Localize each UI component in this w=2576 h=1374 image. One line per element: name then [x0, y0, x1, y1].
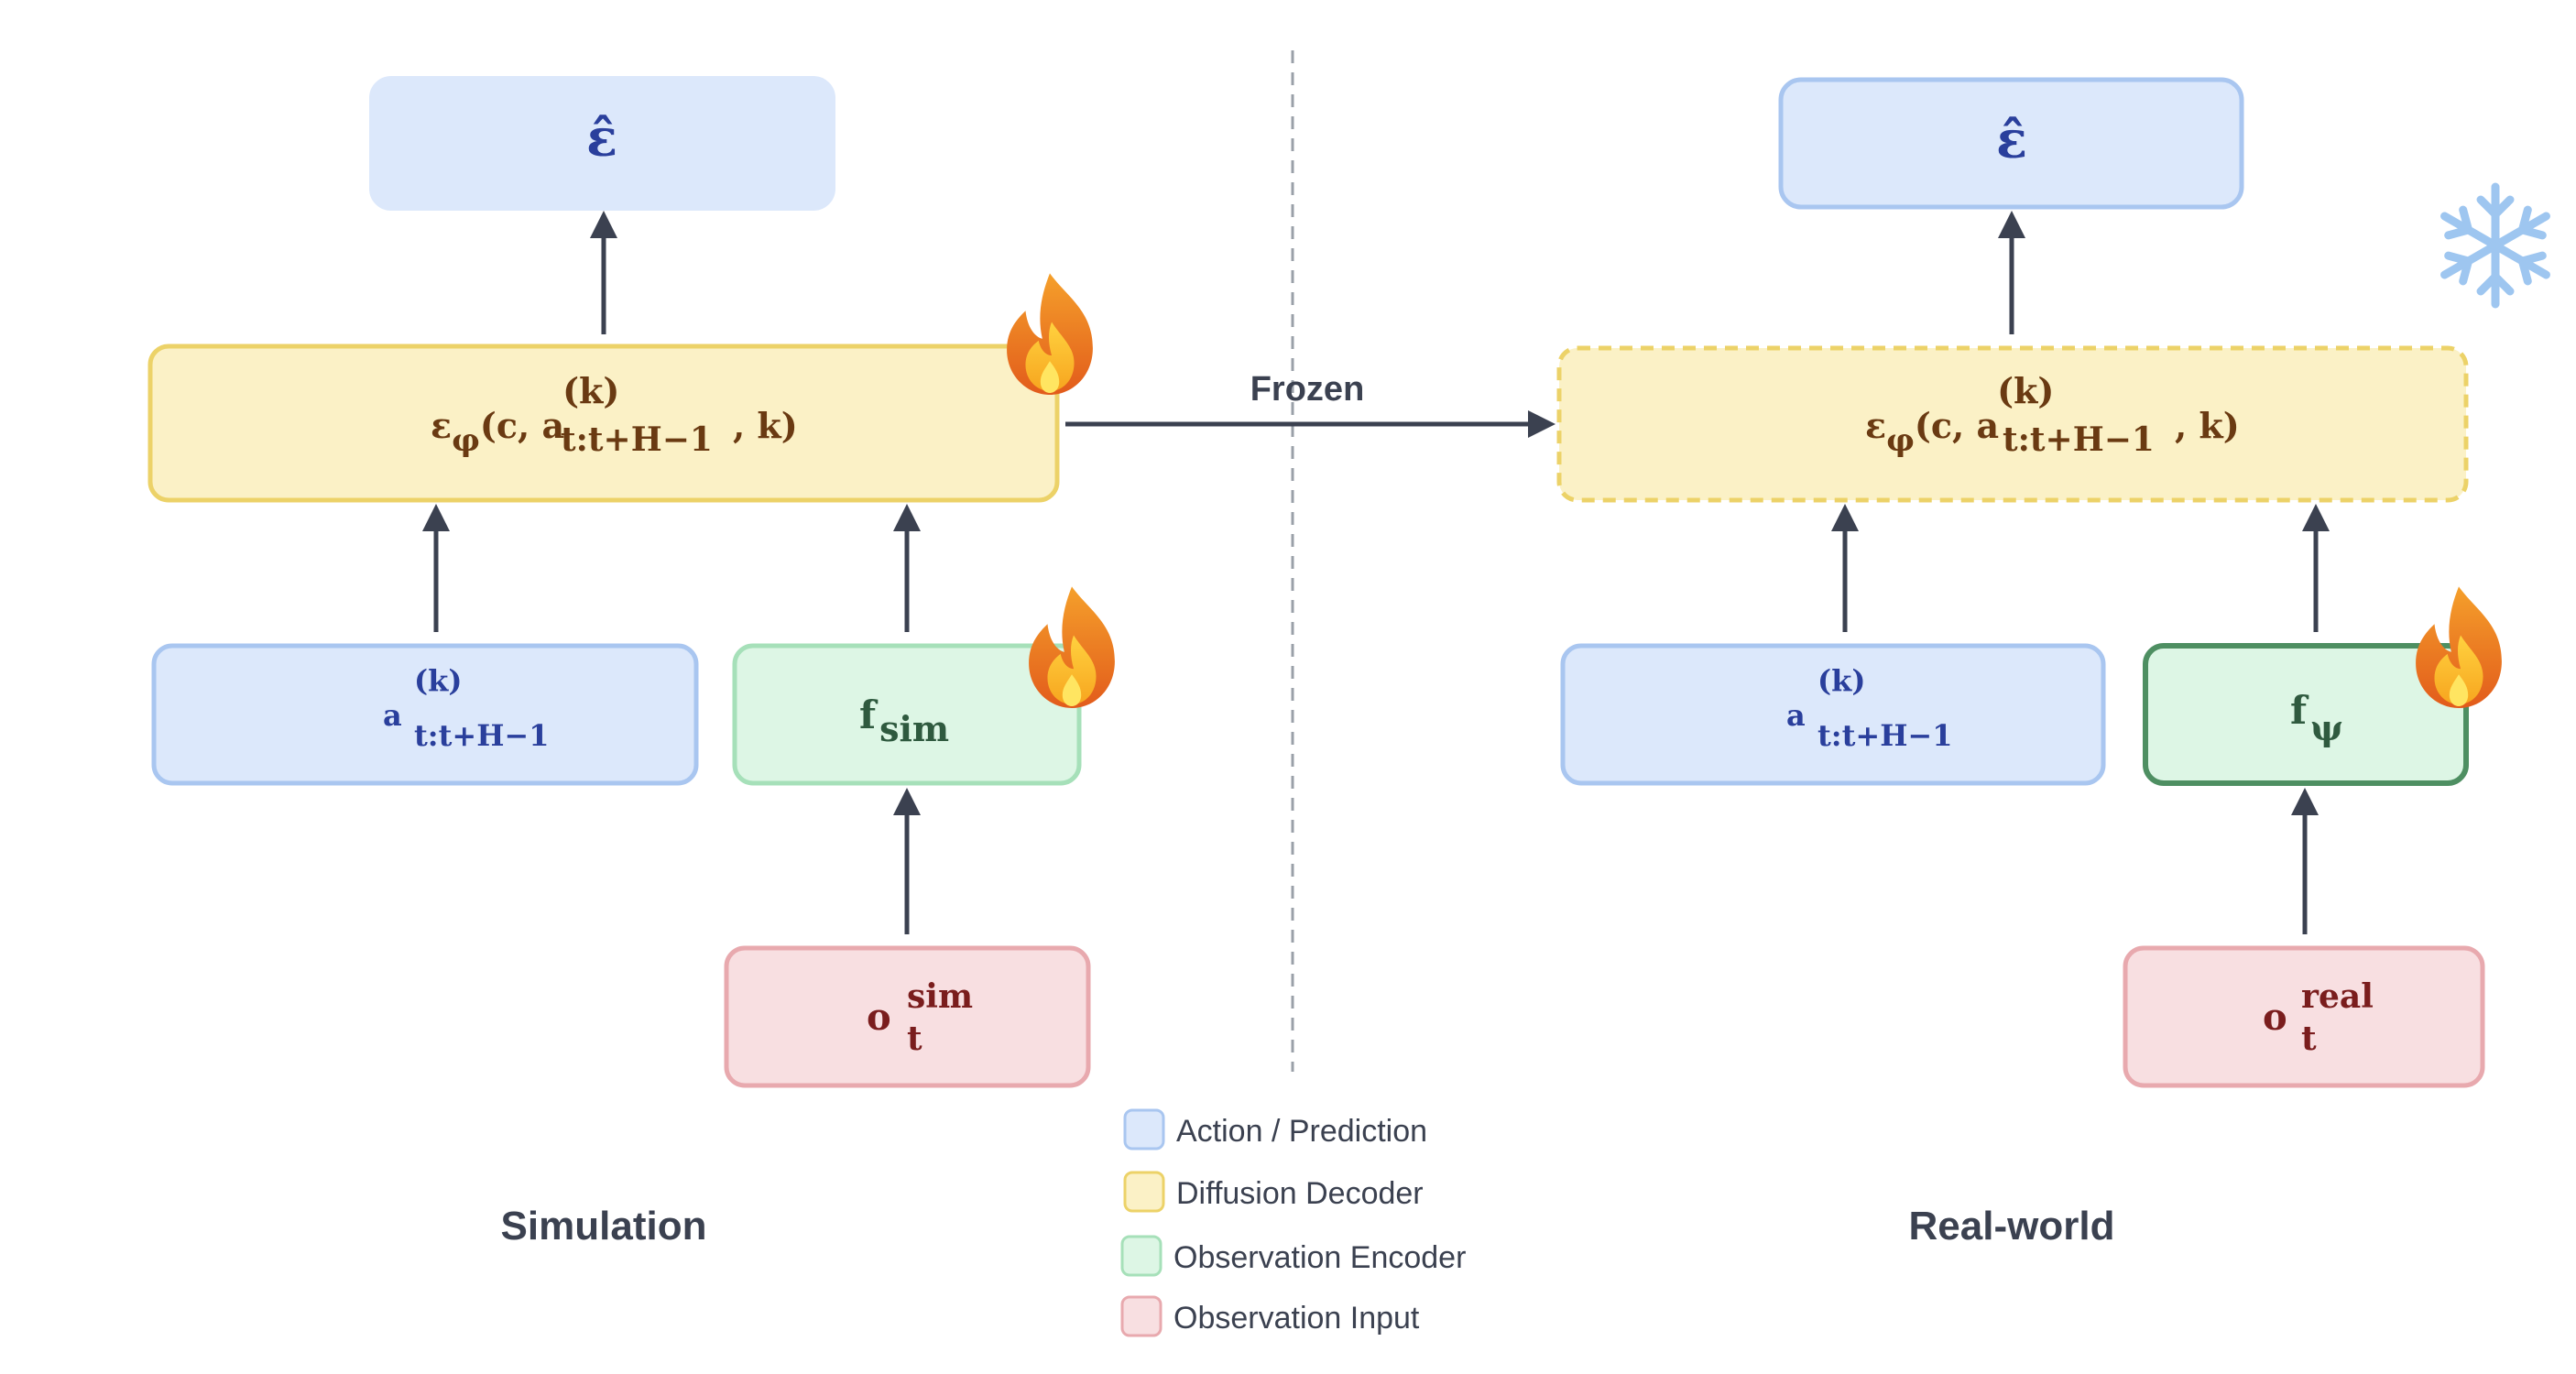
simulation-title: Simulation [501, 1204, 707, 1249]
real-observation-box [2123, 945, 2485, 1088]
sim-decoder-box [147, 344, 1060, 503]
sim-decoder-formula: εφ(c, a(k)t:t+H−1, k) [431, 370, 798, 459]
legend-item-decoder: Diffusion Decoder [1123, 1171, 1424, 1213]
legend: Action / Prediction Diffusion Decoder Ob… [1120, 1108, 1466, 1337]
sim-encoder-box [732, 643, 1082, 786]
real-action-label: a(k)t:t+H−1 [1786, 663, 1953, 753]
sim-action-box [151, 643, 699, 786]
legend-item-observation: Observation Input [1120, 1295, 1420, 1337]
legend-swatch-action [1123, 1108, 1165, 1150]
frozen-label: Frozen [1250, 370, 1365, 409]
real-epsilon-hat-box [1778, 77, 2244, 210]
snowflake-icon [2440, 182, 2550, 309]
sim-decoder-flame-icon [1007, 273, 1093, 395]
real-encoder-box [2143, 643, 2469, 786]
sim-action-label: a(k)t:t+H−1 [383, 663, 550, 753]
real-decoder-formula: εφ(c, a(k)t:t+H−1, k) [1865, 370, 2240, 459]
legend-item-action: Action / Prediction [1123, 1108, 1427, 1150]
legend-label-encoder: Observation Encoder [1173, 1240, 1466, 1275]
sim-epsilon-hat: ε̂ [586, 108, 617, 169]
real-encoder-flame-icon [2416, 586, 2502, 708]
sim-epsilon-hat-box [369, 76, 835, 211]
legend-label-action: Action / Prediction [1176, 1114, 1427, 1149]
legend-label-decoder: Diffusion Decoder [1176, 1176, 1424, 1211]
real-epsilon-hat: ε̂ [1996, 110, 2027, 170]
real-world-title: Real-world [1909, 1204, 2115, 1249]
real-decoder-box [1556, 345, 2469, 503]
legend-swatch-observation [1120, 1295, 1162, 1337]
sim-observation-box [724, 945, 1091, 1088]
real-action-box [1560, 643, 2106, 786]
real-world-panel: ε̂ εφ(c, a(k)t:t+H−1, k) [1556, 77, 2550, 1249]
sim-encoder-flame-icon [1029, 586, 1115, 708]
legend-label-observation: Observation Input [1173, 1301, 1420, 1336]
legend-swatch-encoder [1120, 1235, 1162, 1277]
legend-swatch-decoder [1123, 1171, 1165, 1213]
legend-item-encoder: Observation Encoder [1120, 1235, 1466, 1277]
